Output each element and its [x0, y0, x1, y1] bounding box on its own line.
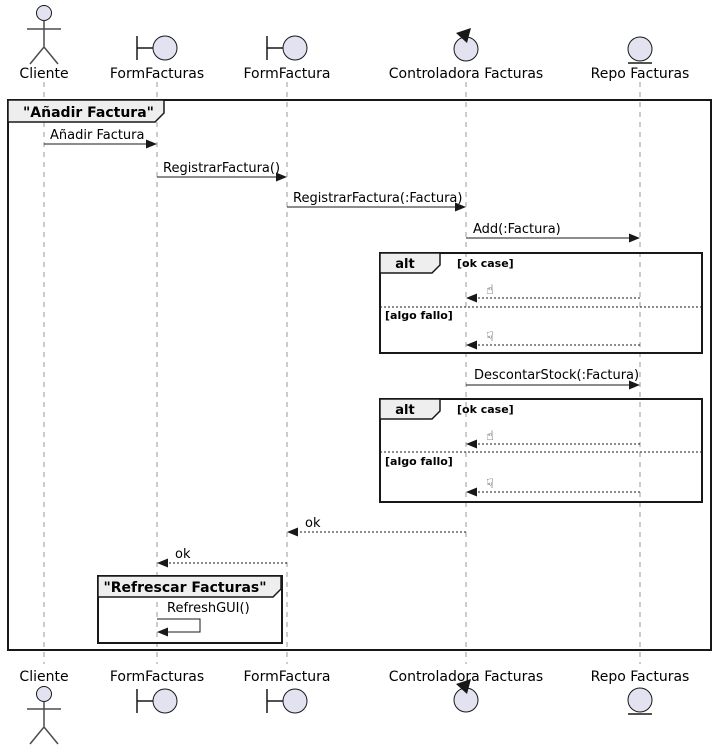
- message-label: DescontarStock(:Factura): [474, 368, 639, 383]
- boundary-icon: [266, 35, 308, 61]
- participant-form-facturas-bottom: FormFacturas: [110, 669, 204, 714]
- thumbs-down-icon: ☟: [486, 330, 494, 345]
- alt-fragment-2: alt [ok case] ☝ [algo fallo] ☟: [379, 398, 703, 503]
- participant-controladora-top: Controladora Facturas: [389, 28, 543, 82]
- participant-repo-bottom: Repo Facturas: [591, 669, 690, 715]
- group-refrescar-facturas: "Refrescar Facturas" RefreshGUI(): [97, 575, 283, 644]
- message-label: ok: [175, 547, 191, 562]
- alt-border: [379, 252, 703, 354]
- alt-guard-ok: [ok case]: [457, 403, 514, 416]
- participant-label: FormFactura: [243, 66, 330, 82]
- arrowhead: [629, 233, 640, 243]
- participant-label: Controladora Facturas: [389, 66, 543, 82]
- entity-icon: [627, 36, 653, 64]
- participant-label: FormFactura: [243, 669, 330, 685]
- arrowhead: [455, 202, 466, 212]
- control-icon: [453, 28, 479, 62]
- participant-form-factura-bottom: FormFactura: [243, 669, 331, 714]
- alt-guard-fail: [algo fallo]: [385, 455, 453, 468]
- thumbs-up-icon: ☝: [486, 283, 494, 298]
- frame-border: [7, 99, 712, 651]
- arrowhead: [146, 139, 157, 149]
- participant-cliente-top: Cliente: [19, 5, 69, 82]
- arrowhead: [466, 439, 477, 449]
- arrowhead: [287, 527, 298, 537]
- control-icon: [453, 679, 479, 713]
- message-label: RefreshGUI(): [167, 601, 250, 616]
- participant-label: FormFacturas: [110, 669, 204, 685]
- message-registrar-factura: RegistrarFactura(): [157, 161, 287, 182]
- boundary-icon: [136, 688, 178, 714]
- actor-icon: [27, 5, 61, 65]
- message-refresh-gui: RefreshGUI(): [157, 601, 250, 637]
- boundary-icon: [266, 688, 308, 714]
- arrowhead: [466, 340, 477, 350]
- lifelines: [43, 82, 641, 664]
- arrowhead: [157, 558, 168, 568]
- alt-border: [379, 398, 703, 503]
- frame-title: "Añadir Factura": [23, 105, 154, 121]
- arrowhead: [466, 293, 477, 303]
- alt-operator-pentagon: [379, 252, 441, 274]
- message-label: RegistrarFactura(:Factura): [293, 191, 462, 206]
- message-label: RegistrarFactura(): [163, 161, 280, 176]
- alt-guard-fail: [algo fallo]: [385, 309, 453, 322]
- message-registrar-factura-arg: RegistrarFactura(:Factura): [287, 191, 466, 212]
- message-label: Add(:Factura): [473, 222, 561, 237]
- participant-label: FormFacturas: [110, 66, 204, 82]
- actor-icon: [27, 686, 61, 745]
- frame-title-pentagon: [7, 99, 165, 123]
- alt-fragment-1: alt [ok case] ☝ [algo fallo] ☟: [379, 252, 703, 354]
- message-add-factura: Add(:Factura): [466, 222, 640, 243]
- boundary-icon: [136, 35, 178, 61]
- participant-form-facturas-top: FormFacturas: [110, 35, 204, 82]
- self-message-line: [157, 618, 201, 633]
- thumbs-down-icon: ☟: [486, 477, 494, 492]
- message-anadir-factura: Añadir Factura: [44, 128, 157, 149]
- message-ok-to-form-facturas: ok: [157, 547, 287, 568]
- group-title-pentagon: [97, 575, 282, 598]
- participant-cliente-bottom: Cliente: [19, 669, 69, 745]
- alt-operator-pentagon: [379, 398, 441, 420]
- thumbs-up-icon: ☝: [486, 429, 494, 444]
- entity-icon: [627, 687, 653, 715]
- alt-guard-ok: [ok case]: [457, 257, 514, 270]
- participant-label: Repo Facturas: [591, 66, 690, 82]
- frame-anadir-factura: "Añadir Factura": [7, 99, 712, 651]
- group-title: "Refrescar Facturas": [103, 580, 266, 596]
- arrowhead: [276, 172, 287, 182]
- message-label: ok: [305, 516, 321, 531]
- alt-operator: alt: [395, 403, 414, 418]
- arrowhead: [629, 380, 640, 390]
- alt-operator: alt: [395, 257, 414, 272]
- message-label: Añadir Factura: [50, 128, 145, 143]
- participant-label: Repo Facturas: [591, 669, 690, 685]
- participant-repo-top: Repo Facturas: [591, 36, 690, 82]
- message-ok-to-form-factura: ok: [287, 516, 466, 537]
- participant-label: Cliente: [19, 669, 68, 685]
- participant-form-factura-top: FormFactura: [243, 35, 331, 82]
- arrowhead: [157, 627, 168, 637]
- arrowhead: [466, 487, 477, 497]
- participant-label: Cliente: [19, 66, 68, 82]
- participant-label: Controladora Facturas: [389, 669, 543, 685]
- participant-controladora-bottom: Controladora Facturas: [389, 669, 543, 713]
- message-descontar-stock: DescontarStock(:Factura): [466, 368, 640, 390]
